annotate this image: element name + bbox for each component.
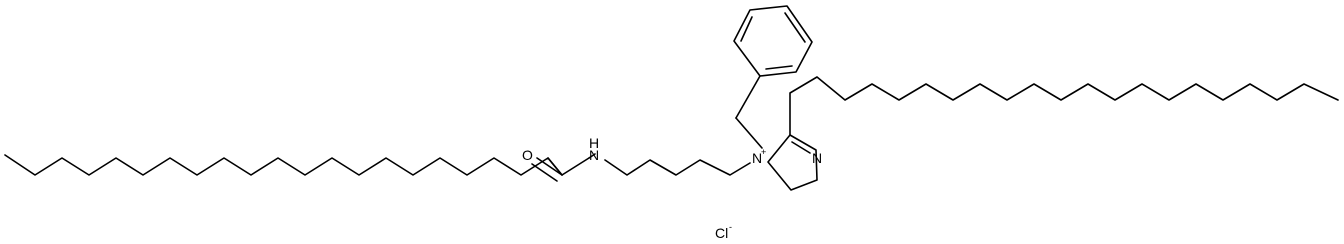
nh-bond	[588, 153, 596, 159]
left-alkyl-chain	[4, 154, 563, 176]
benzene-inner-bond-3	[740, 16, 753, 42]
benzene-ring	[733, 5, 813, 77]
benzene-inner-bond-2	[784, 12, 806, 43]
amide-nitrogen-label: N	[589, 147, 599, 163]
propyl-linker-chain	[604, 159, 751, 176]
benzyl-ring-bond	[735, 75, 761, 119]
chloride-charge-label: -	[729, 222, 732, 232]
carbonyl-double-bond-a	[536, 157, 563, 176]
imine-double-bond	[791, 141, 811, 154]
imidazoline-ring	[767, 134, 818, 191]
amide-bond	[547, 157, 563, 176]
imine-nitrogen-label: N	[812, 150, 822, 166]
amide-hydrogen-label: H	[589, 135, 599, 151]
chloride-label: Cl	[715, 225, 728, 241]
benzene-inner-bond-1	[765, 65, 793, 70]
carbonyl-to-nh-bond	[561, 157, 590, 176]
quaternary-nitrogen-label: N	[752, 150, 762, 166]
carbonyl-double-bond-b	[531, 163, 558, 182]
positive-charge-label: +	[761, 147, 766, 157]
benzyl-ch2-bond	[735, 117, 763, 149]
oxygen-label: O	[522, 147, 533, 163]
right-alkyl-chain	[789, 76, 1339, 136]
